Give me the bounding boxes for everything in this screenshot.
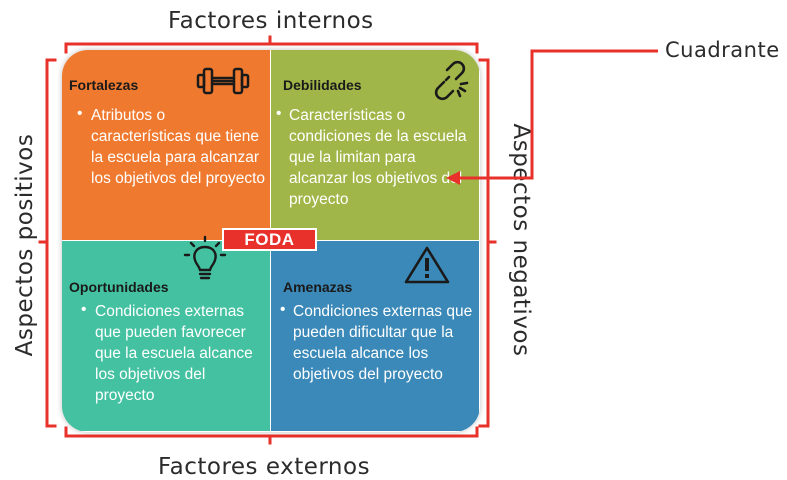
quadrant-amenazas: Amenazas • Condiciones externas que pued…	[271, 241, 479, 431]
left-axis-label: Aspectos positivos	[12, 133, 38, 357]
bullet-dot: •	[276, 105, 282, 122]
quadrant-title: Amenazas	[283, 279, 353, 295]
left-bracket	[45, 58, 57, 428]
quadrant-description: Condiciones externas que pueden dificult…	[293, 303, 473, 383]
callout-line	[458, 49, 658, 180]
bullet-dot: •	[77, 105, 83, 122]
quadrant-title: Oportunidades	[69, 279, 169, 295]
bullet-dot: •	[81, 301, 87, 318]
warning-icon	[403, 245, 451, 290]
quadrant-debilidades: Debilidades • Características o condicio…	[271, 50, 479, 240]
top-axis-label: Factores internos	[168, 8, 374, 34]
foda-badge: FODA	[222, 228, 317, 251]
quadrant-title: Fortalezas	[69, 77, 139, 93]
broken-chain-icon	[427, 60, 471, 109]
right-axis-label: Aspectos negativos	[508, 123, 534, 357]
quadrant-oportunidades: Oportunidades • Condiciones externas que…	[62, 235, 270, 431]
right-bracket	[478, 58, 490, 428]
quadrant-title: Debilidades	[283, 77, 362, 93]
quadrant-fortalezas: Fortalezas • Atributos o características…	[62, 50, 270, 240]
lightbulb-icon	[182, 235, 228, 288]
callout-label: Cuadrante	[665, 38, 780, 62]
quadrant-description: Características o condiciones de la escu…	[289, 107, 467, 208]
dumbbell-icon	[195, 65, 251, 102]
foda-grid: Fortalezas • Atributos o características…	[62, 50, 480, 432]
quadrant-description: Atributos o características que tiene la…	[91, 107, 266, 187]
bottom-axis-label: Factores externos	[158, 454, 371, 480]
quadrant-description: Condiciones externas que pueden favorece…	[95, 303, 253, 404]
bullet-dot: •	[280, 301, 286, 318]
